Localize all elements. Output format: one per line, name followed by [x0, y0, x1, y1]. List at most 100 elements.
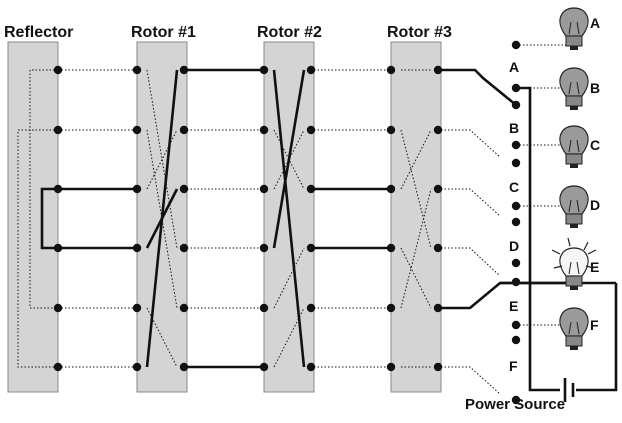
link-r3-key-2 — [441, 188, 501, 217]
rotor1-right-contact-2 — [179, 184, 189, 194]
rotor1-right-contact-3 — [179, 243, 189, 253]
rotor3-wire-1 — [400, 129, 432, 190]
reflector-title: Reflector — [4, 24, 73, 41]
key-contact-upper-3 — [511, 201, 521, 211]
key-contact-upper-1 — [511, 83, 521, 93]
link-r3-key-5 — [441, 366, 501, 395]
rotor1-left-contact-2 — [132, 184, 142, 194]
active-key-a-path — [441, 68, 517, 107]
rotor2-wire-4 — [273, 307, 305, 368]
rotor3-right-contact-3 — [433, 243, 443, 253]
rotor2-right-contact-0 — [306, 65, 316, 75]
rotor2-wire-1 — [273, 129, 305, 190]
key-contact-upper-2 — [511, 140, 521, 150]
rotor3-wire-4 — [400, 247, 432, 309]
lamp-label-f: F — [590, 317, 599, 333]
rotor1-right-contact-1 — [179, 125, 189, 135]
rotor3-left-contact-2 — [386, 184, 396, 194]
rotor1-wire-2 — [145, 188, 179, 249]
rotor2-right-contact-4 — [306, 303, 316, 313]
link-r3-key-1 — [441, 129, 501, 158]
rotor1-right-contact-5 — [179, 362, 189, 372]
reflector-pair-1 — [17, 129, 58, 368]
contact-dots — [53, 40, 521, 405]
battery-return — [576, 283, 618, 392]
lamp-label-a: A — [590, 15, 600, 31]
key-label-b: B — [509, 120, 519, 136]
reflector-contact-3 — [53, 243, 63, 253]
reflector-block — [7, 41, 59, 393]
rotor2-right-contact-1 — [306, 125, 316, 135]
key-label-f: F — [509, 358, 518, 374]
key-contact-upper-0 — [511, 40, 521, 50]
rotor1-left-contact-5 — [132, 362, 142, 372]
power-bus — [516, 86, 560, 392]
rotor2-wire-3 — [273, 247, 305, 309]
key-label-e: E — [509, 298, 518, 314]
rotor2-wire-2 — [273, 129, 305, 190]
rotor3-right-contact-4 — [433, 303, 443, 313]
rotor2-left-contact-0 — [259, 65, 269, 75]
rotor3-right-contact-2 — [433, 184, 443, 194]
rotor1-wire-1 — [146, 129, 178, 190]
lamp-label-e: E — [590, 259, 599, 275]
active-lamp-e-path — [441, 281, 570, 310]
rotor2-left-contact-1 — [259, 125, 269, 135]
rotor3-left-contact-4 — [386, 303, 396, 313]
lamp-label-c: C — [590, 137, 600, 153]
reflector-contact-0 — [53, 65, 63, 75]
lamp-label-b: B — [590, 80, 600, 96]
rotor2-right-contact-3 — [306, 243, 316, 253]
rotor3-title: Rotor #3 — [387, 24, 452, 41]
key-label-a: A — [509, 59, 519, 75]
key-label-d: D — [509, 238, 519, 254]
reflector-contact-1 — [53, 125, 63, 135]
key-contact-lower-0 — [511, 100, 521, 110]
reflector-pair-0 — [29, 69, 58, 309]
lamp-a-bulb-icon — [559, 7, 589, 50]
rotor2-right-contact-2 — [306, 184, 316, 194]
lamp-d-bulb-icon — [559, 185, 589, 228]
rotor2-right-contact-5 — [306, 362, 316, 372]
rotor1-right-contact-4 — [179, 303, 189, 313]
rotor1-left-contact-4 — [132, 303, 142, 313]
rotor1-title: Rotor #1 — [131, 24, 196, 41]
rotor3-right-contact-1 — [433, 125, 443, 135]
rotor3-block — [390, 41, 442, 393]
rotor1-left-contact-3 — [132, 243, 142, 253]
key-contact-lower-2 — [511, 217, 521, 227]
lamp-e-bulb-icon — [551, 237, 597, 290]
active-current-path — [40, 68, 618, 402]
rotor1-left-contact-0 — [132, 65, 142, 75]
rotor3-left-contact-1 — [386, 125, 396, 135]
key-contact-lower-5 — [511, 395, 521, 405]
rotor3-right-contact-0 — [433, 65, 443, 75]
rotor3-left-contact-3 — [386, 243, 396, 253]
reflector-pair-2 — [40, 187, 58, 250]
rotor1-right-contact-0 — [179, 65, 189, 75]
rotor3-right-contact-5 — [433, 362, 443, 372]
key-contact-upper-4 — [511, 258, 521, 268]
lamp-c-bulb-icon — [559, 125, 589, 168]
lamp-b-bulb-icon — [559, 67, 589, 110]
reflector-contact-5 — [53, 362, 63, 372]
rotor2-title: Rotor #2 — [257, 24, 322, 41]
rotor2-left-contact-4 — [259, 303, 269, 313]
rotor1-left-contact-1 — [132, 125, 142, 135]
key-contact-lower-3 — [511, 277, 521, 287]
lamp-label-d: D — [590, 197, 600, 213]
key-label-c: C — [509, 179, 519, 195]
rotor2-left-contact-2 — [259, 184, 269, 194]
rotor3-left-contact-0 — [386, 65, 396, 75]
lamp-f-bulb-icon — [559, 307, 589, 350]
rotor3-wire-3 — [400, 129, 432, 249]
link-r3-key-3 — [441, 247, 501, 277]
rotor2-wire-0 — [272, 69, 306, 249]
rotor2-left-contact-3 — [259, 243, 269, 253]
power-source-label: Power Source — [465, 396, 565, 413]
key-contact-lower-1 — [511, 158, 521, 168]
reflector-contact-2 — [53, 184, 63, 194]
rotor2-left-contact-5 — [259, 362, 269, 372]
rotor2-wire-5 — [272, 69, 306, 368]
rotor3-left-contact-5 — [386, 362, 396, 372]
